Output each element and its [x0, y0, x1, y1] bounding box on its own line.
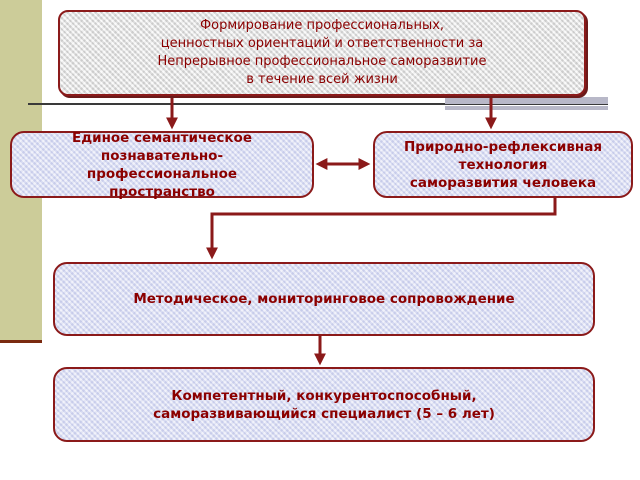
arrow-right-to-middle — [206, 198, 557, 260]
reflexive-technology-text: Природно-рефлексивная технология самораз… — [404, 138, 602, 191]
competent-specialist-box: Компетентный, конкурентоспособный, самор… — [53, 367, 595, 442]
methodical-support-box: Методическое, мониторинговое сопровожден… — [53, 262, 595, 336]
divider-accent — [445, 97, 608, 104]
goal-box: Формирование профессиональных, ценностны… — [58, 10, 586, 96]
reflexive-technology-box: Природно-рефлексивная технология самораз… — [373, 131, 633, 198]
methodical-support-text: Методическое, мониторинговое сопровожден… — [133, 291, 515, 307]
divider-accent-lower — [445, 106, 608, 110]
goal-box-text: Формирование профессиональных, ценностны… — [157, 18, 487, 87]
competent-specialist-text: Компетентный, конкурентоспособный, самор… — [153, 387, 495, 422]
semantic-space-text: Единое семантическое познавательно- проф… — [72, 129, 252, 200]
decorative-sidebar-line — [0, 340, 42, 343]
divider-line — [28, 103, 608, 105]
semantic-space-box: Единое семантическое познавательно- проф… — [10, 129, 314, 200]
